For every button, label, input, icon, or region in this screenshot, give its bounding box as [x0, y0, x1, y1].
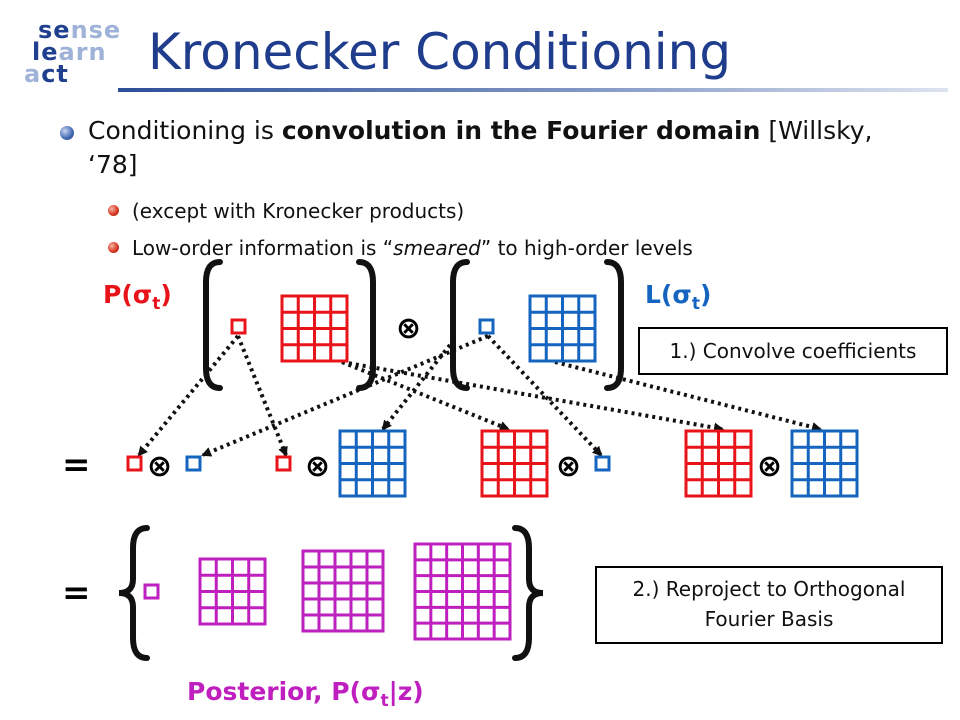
sub-bullet-icon	[108, 242, 119, 253]
likelihood-order1-grid	[528, 294, 597, 363]
logo-line-3: act	[24, 60, 69, 88]
right-bracket-likelihood	[604, 259, 624, 391]
sub-bullet-icon	[108, 205, 119, 216]
sub-bullet-2: Low-order information is “smeared” to hi…	[132, 236, 693, 260]
arrows-layer	[137, 334, 822, 457]
row-prior-grid-3	[480, 429, 549, 498]
otimes-row-1: ⊗	[147, 449, 172, 484]
dotted-arrow	[381, 343, 452, 431]
sub-bullet-1: (except with Kronecker products)	[132, 199, 465, 223]
posterior-right-brace	[512, 525, 544, 661]
dotted-arrow	[341, 360, 510, 431]
brackets-layer	[118, 259, 624, 661]
left-bracket-likelihood	[450, 259, 470, 391]
row-likelihood-grid-2	[338, 429, 407, 498]
grids-layer	[126, 294, 859, 641]
dotted-arrow	[341, 360, 724, 433]
equals-row-1: =	[62, 445, 91, 485]
prior-order1-grid	[280, 294, 349, 363]
posterior-label: Posterior, P(σt|z)	[187, 677, 424, 711]
title-rule	[118, 88, 948, 92]
row-likelihood-cell-1	[185, 455, 202, 472]
posterior-order1-grid	[198, 557, 267, 626]
step2-line-2: Fourier Basis	[704, 607, 834, 631]
likelihood-order0-cell	[478, 318, 495, 335]
step2-line-1: 2.) Reproject to Orthogonal	[632, 577, 906, 601]
equals-row-2: =	[62, 573, 91, 613]
likelihood-label: L(σt)	[645, 280, 711, 314]
dotted-arrow	[137, 334, 240, 457]
slide-title: Kronecker Conditioning	[148, 23, 732, 81]
step1-callout: 1.) Convolve coefficients	[638, 327, 948, 375]
posterior-order0-cell	[143, 583, 160, 600]
prior-order0-cell	[230, 318, 247, 335]
sense-learn-act-logo: sense learn act	[18, 18, 128, 88]
right-bracket-prior	[356, 259, 376, 391]
logo-line-1: sense	[38, 16, 122, 44]
otimes-top: ⊗	[396, 311, 421, 346]
prior-label: P(σt)	[103, 280, 172, 314]
posterior-left-brace	[118, 525, 150, 661]
left-bracket-prior	[203, 259, 223, 391]
row-prior-grid-4	[684, 429, 753, 498]
row-likelihood-cell-3	[594, 455, 611, 472]
otimes-row-4: ⊗	[757, 449, 782, 484]
bullet-icon	[60, 126, 74, 140]
row-likelihood-grid-4	[790, 429, 859, 498]
otimes-row-3: ⊗	[556, 449, 581, 484]
posterior-order2-grid-frame	[301, 549, 385, 633]
row-prior-cell-2	[275, 455, 292, 472]
dotted-arrow	[236, 335, 288, 457]
logo-line-2: learn	[32, 38, 107, 66]
otimes-row-2: ⊗	[305, 449, 330, 484]
row-prior-cell-1	[126, 455, 143, 472]
main-bullet: Conditioning is convolution in the Fouri…	[88, 116, 873, 179]
posterior-order2-grid	[301, 549, 385, 633]
posterior-order3-grid	[413, 542, 512, 641]
